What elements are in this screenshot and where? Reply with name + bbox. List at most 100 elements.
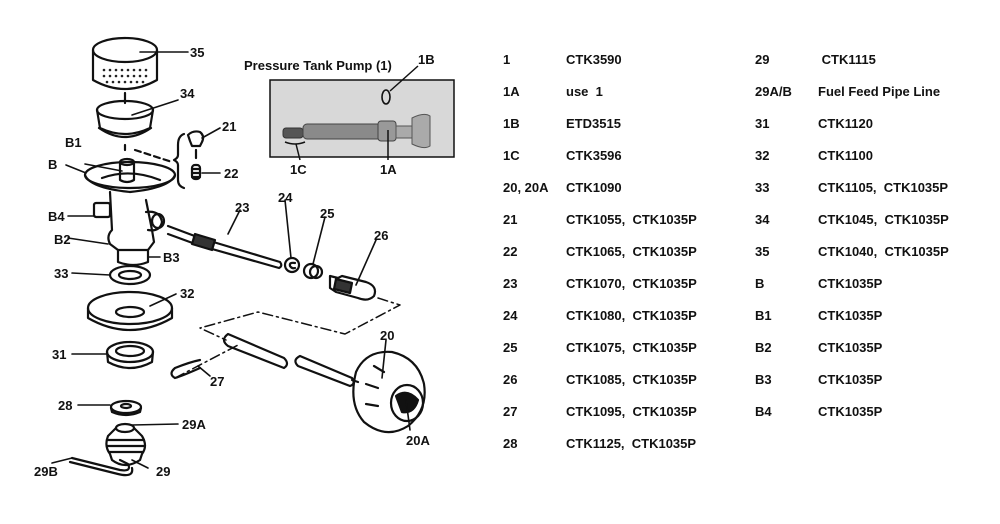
part-29B-pipe <box>68 456 134 477</box>
part-number: Fuel Feed Pipe Line <box>818 84 941 99</box>
part-number: CTK1080, CTK1035P <box>566 308 697 323</box>
part-ref: 34 <box>755 212 770 227</box>
callout-28: 28 <box>58 398 72 413</box>
part-ref: B4 <box>755 404 772 419</box>
part-number: CTK1055, CTK1035P <box>566 212 697 227</box>
callout-23: 23 <box>235 200 249 215</box>
part-number: CTK1100 <box>818 148 873 163</box>
callout-22: 22 <box>224 166 238 181</box>
exploded-parts-diagram: Pressure Tank Pump (1) 1B 1C 1A 35 34 21… <box>34 36 455 479</box>
part-rod <box>222 332 360 388</box>
part-ref: 31 <box>755 116 770 131</box>
callout-B4: B4 <box>48 209 65 224</box>
part-ref: 27 <box>503 404 518 419</box>
pump-illustration <box>282 89 431 149</box>
part-ref: 24 <box>503 308 518 323</box>
leader-lines <box>51 51 411 469</box>
callout-32: 32 <box>180 286 194 301</box>
callout-27: 27 <box>210 374 224 389</box>
part-number: CTK1035P <box>818 372 883 387</box>
part-number: CTK1035P <box>818 308 883 323</box>
callout-35: 35 <box>190 45 204 60</box>
callout-26: 26 <box>374 228 388 243</box>
label-1A: 1A <box>380 162 397 177</box>
part-ref: 35 <box>755 244 770 259</box>
part-ref: 28 <box>503 436 518 451</box>
part-ref: 29A/B <box>755 84 792 99</box>
part-32-disc <box>86 290 174 332</box>
part-number: CTK1075, CTK1035P <box>566 340 697 355</box>
callout-29B: 29B <box>34 464 58 479</box>
part-B-dish <box>83 157 177 194</box>
part-number: CTK3596 <box>566 148 622 163</box>
part-ref: 25 <box>503 340 518 355</box>
callout-31: 31 <box>52 347 66 362</box>
callout-B: B <box>48 157 57 172</box>
part-ref: 33 <box>755 180 770 195</box>
part-ref: 23 <box>503 276 518 291</box>
label-1B: 1B <box>418 52 435 67</box>
part-ref: 26 <box>503 372 518 387</box>
callout-29: 29 <box>156 464 170 479</box>
part-ref: 20, 20A <box>503 180 549 195</box>
part-number: CTK1125, CTK1035P <box>566 436 697 451</box>
part-ref: 21 <box>503 212 518 227</box>
callout-20A: 20A <box>406 433 430 448</box>
callout-B3: B3 <box>163 250 180 265</box>
part-28-washer <box>109 399 143 417</box>
part-number: CTK1045, CTK1035P <box>818 212 949 227</box>
part-ref: 29 <box>755 52 770 67</box>
part-ref: 1B <box>503 116 520 131</box>
callout-25: 25 <box>320 206 334 221</box>
part-number: ETD3515 <box>566 116 621 131</box>
part-number: CTK1035P <box>818 404 883 419</box>
callout-29A: 29A <box>182 417 206 432</box>
callout-34: 34 <box>180 86 195 101</box>
part-number: CTK1120 <box>818 116 873 131</box>
assembly-dash-outline <box>199 297 401 341</box>
part-25-washer <box>302 262 324 280</box>
callout-33: 33 <box>54 266 68 281</box>
part-ref: 1A <box>503 84 520 99</box>
part-ref: 32 <box>755 148 770 163</box>
part-ref: 22 <box>503 244 518 259</box>
callout-labels: 35 34 21 22 B1 B B4 B2 B3 23 24 25 26 33… <box>34 45 430 479</box>
part-21-plug <box>186 130 205 148</box>
part-34-cap <box>95 99 155 139</box>
part-ref: B <box>755 276 765 291</box>
callout-B2: B2 <box>54 232 71 247</box>
part-number: CTK1035P <box>818 340 883 355</box>
part-ref: 1C <box>503 148 520 163</box>
callout-21: 21 <box>222 119 236 134</box>
part-number: CTK1035P <box>818 276 883 291</box>
part-number: CTK1095, CTK1035P <box>566 404 697 419</box>
pressure-tank-pump-inset: Pressure Tank Pump (1) 1B 1C 1A <box>244 52 455 177</box>
part-number: CTK1085, CTK1035P <box>566 372 697 387</box>
part-20-knob <box>352 350 426 434</box>
callout-24: 24 <box>278 190 293 205</box>
part-number: CTK1105, CTK1035P <box>818 180 949 195</box>
part-number: CTK1040, CTK1035P <box>818 244 949 259</box>
part-26-nozzle <box>328 274 377 301</box>
part-ref: 1 <box>503 52 511 67</box>
part-number: CTK1070, CTK1035P <box>566 276 697 291</box>
part-number: CTK3590 <box>566 52 622 67</box>
part-27-clip <box>170 358 202 380</box>
part-22-spring <box>190 163 202 181</box>
o-ring-1B <box>381 89 391 105</box>
label-1C: 1C <box>290 162 307 177</box>
part-33-ring <box>108 264 152 286</box>
part-body <box>92 190 166 267</box>
callout-20: 20 <box>380 328 394 343</box>
assembly-dash-line <box>133 148 174 164</box>
part-35-mesh-cap <box>91 36 159 90</box>
part-ref: B1 <box>755 308 772 323</box>
part-23-needle <box>166 224 283 270</box>
callout-B1: B1 <box>65 135 82 150</box>
part-24-washer <box>283 256 301 274</box>
part-number: CTK1115 <box>818 52 876 67</box>
part-29-fitting <box>105 422 147 467</box>
part-31-nut <box>105 340 155 370</box>
part-number: CTK1090 <box>566 180 622 195</box>
bracket <box>172 132 186 190</box>
